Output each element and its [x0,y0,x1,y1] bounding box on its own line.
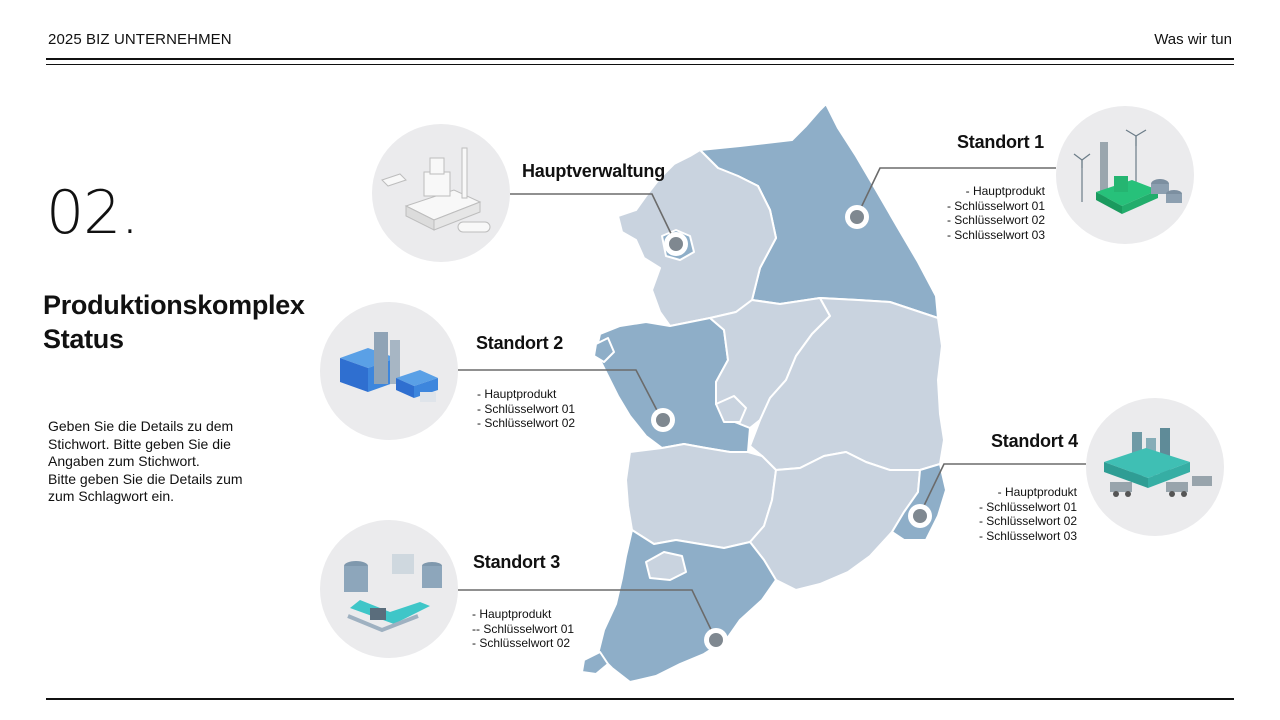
site3-keyword-list: - Hauptprodukt -- Schlüsselwort 01 - Sch… [472,607,574,651]
hq-illustration [372,124,510,262]
site4-keyword-list: - Hauptprodukt - Schlüsselwort 01 - Schl… [979,485,1077,543]
list-item: - Schlüsselwort 01 [978,499,1077,514]
site2-keyword-list: - Hauptprodukt - Schlüsselwort 01 - Schl… [477,387,575,431]
list-item: - Schlüsselwort 01 [946,198,1045,213]
wind-power-plant-icon [1073,129,1182,214]
site2-title: Standort 2 [476,333,564,353]
shipyard-icon [381,147,491,233]
refinery-icon [1104,428,1212,497]
section-description: Geben Sie die Details zu dem Stichwort. … [48,418,243,504]
list-item: - Schlüsselwort 02 [472,636,571,650]
page-title-line1: Produktionskomplex [43,290,305,320]
header-divider [46,58,1234,60]
list-item: - Schlüsselwort 01 [477,401,576,416]
site1-keyword-list: - Hauptprodukt - Schlüsselwort 01 - Schl… [947,184,1045,242]
map-region-gwangju [645,551,687,581]
leader-line-site4 [919,463,1086,515]
list-item: - Hauptprodukt [965,184,1045,198]
marker-site2 [651,408,675,432]
map-island [581,651,609,675]
list-item: - Hauptprodukt [472,607,552,621]
map-region-jeonnam [597,529,777,683]
site1-title: Standort 1 [956,132,1044,152]
footer-divider [46,698,1234,700]
hq-title: Hauptverwaltung [522,161,666,181]
list-item: - Schlüsselwort 03 [946,227,1045,242]
header-section-title: Was wir tun [1154,31,1232,48]
list-item: - Schlüsselwort 02 [978,514,1077,528]
leader-line-site2 [458,369,663,421]
site2-illustration [320,302,458,440]
marker-site4 [908,504,932,528]
list-item: - Schlüsselwort 02 [946,213,1045,227]
site3-title: Standort 3 [473,552,561,572]
site4-title: Standort 4 [990,431,1078,451]
map-region-gyeonggi [617,149,777,327]
site1-illustration [1056,106,1194,244]
section-number: 02. [46,178,139,248]
list-item: - Hauptprodukt [477,387,557,401]
page-title: Produktionskomplex Status [43,288,305,356]
map-region-busan [891,463,947,541]
list-item: -- Schlüsselwort 01 [472,621,575,636]
site3-illustration [320,520,458,658]
header-company-title: 2025 BIZ UNTERNEHMEN [48,31,232,48]
marker-site3 [704,628,728,652]
marker-hq [664,232,688,256]
map-region-daejeon [715,395,747,423]
header-divider-thin [46,64,1234,65]
list-item: - Hauptprodukt [997,485,1077,499]
list-item: - Schlüsselwort 02 [477,416,576,430]
site4-illustration [1086,398,1224,536]
marker-site1 [845,205,869,229]
page-title-line2: Status [43,324,124,354]
leader-line-site3 [458,589,717,641]
map-region-gyeongnam [749,451,921,591]
map-region-jeonbuk [625,443,777,549]
map-island [593,337,615,363]
leader-line-site1 [856,167,1056,217]
leader-line-hq [510,193,677,245]
storage-tank-plant-icon [344,554,442,633]
list-item: - Schlüsselwort 03 [978,528,1077,543]
chemical-plant-icon [340,332,438,402]
